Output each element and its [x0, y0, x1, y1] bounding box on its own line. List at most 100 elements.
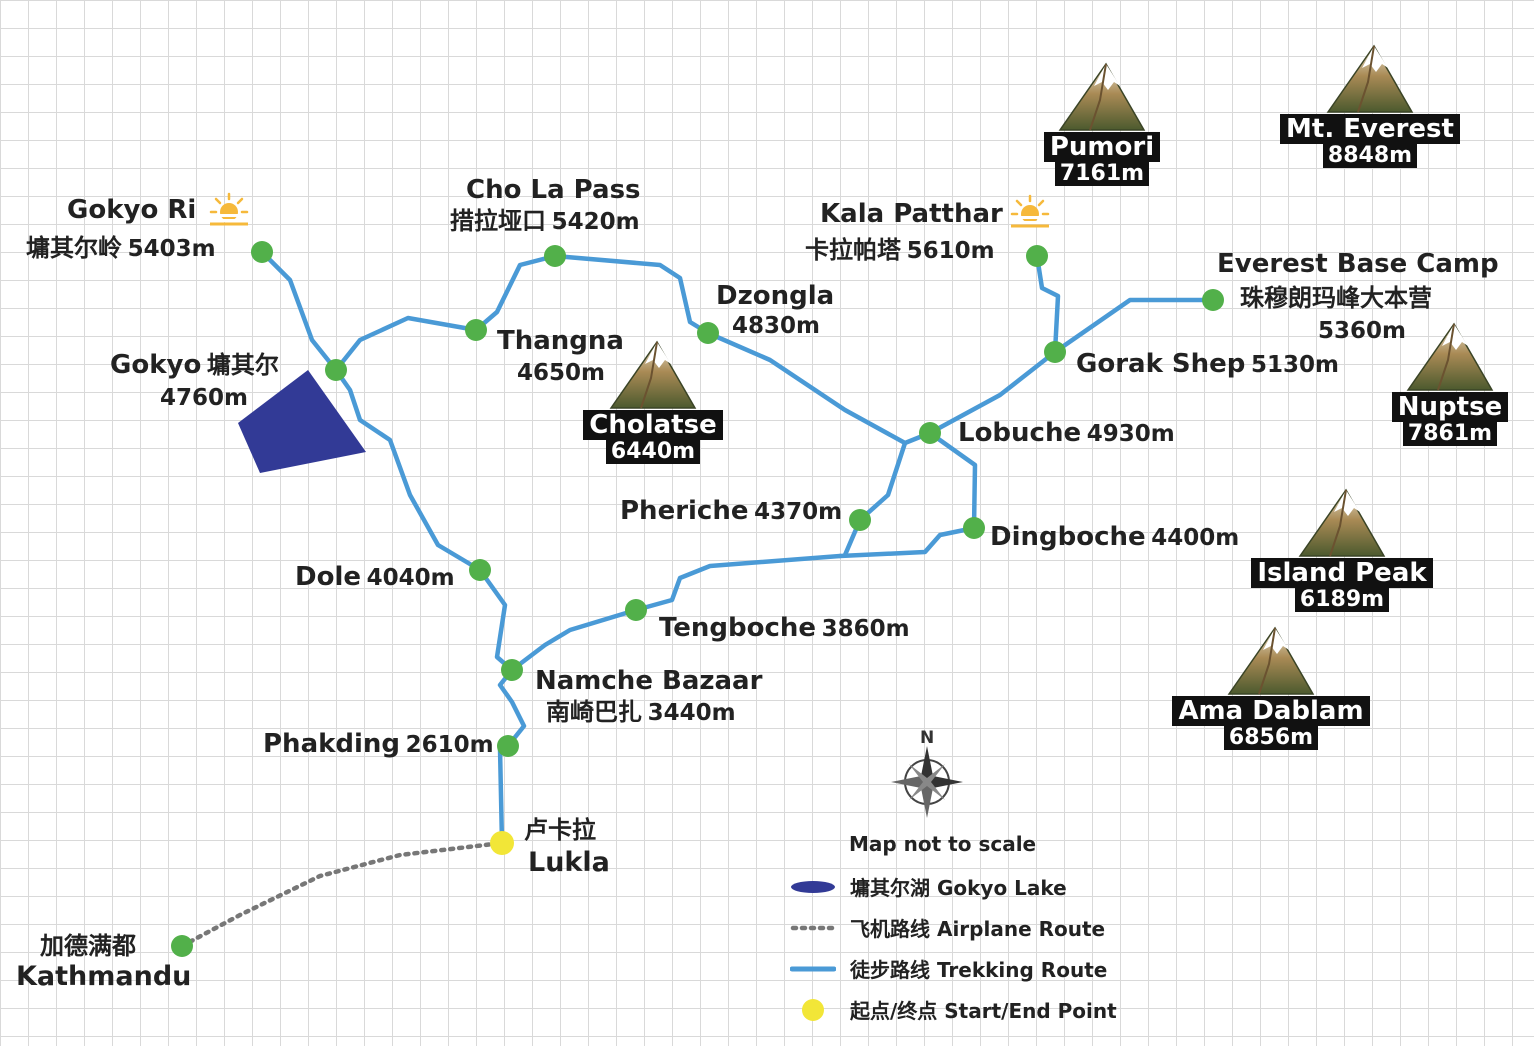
solid-line-icon: [790, 966, 836, 971]
route-segment-cho-la-dzongla: [552, 253, 711, 336]
peak-cholatse-elev: 6440m: [605, 439, 701, 464]
label-dzongla-elev: 4830m: [732, 313, 820, 339]
mountain-icon: [1058, 62, 1146, 131]
label-gokyo-elev: 4760m: [160, 385, 248, 411]
peak-mt-everest: Mt. Everest 8848m: [1272, 42, 1468, 168]
label-gorak-shep: Gorak Shep 5130m: [1076, 351, 1339, 377]
route-segment-lobuche-gorak-shep: [927, 349, 1058, 436]
label-phakding-en: Phakding: [263, 729, 401, 759]
waypoint-marker-kathmandu[interactable]: [171, 935, 193, 957]
trekking-route: [259, 249, 1216, 846]
label-gokyo: Gokyo 墉其尔: [110, 352, 279, 378]
airplane-route: [179, 840, 505, 949]
peak-island-peak-elev: 6189m: [1294, 587, 1390, 612]
label-dingboche-en: Dingboche: [990, 522, 1146, 552]
route-segment-lobuche-dingboche: [927, 430, 978, 531]
label-thangna-en: Thangna: [497, 326, 624, 356]
route-segment-phakding-namche: [497, 667, 527, 749]
label-tengboche-elev: 3860m: [821, 616, 910, 642]
label-ebc-zh: 珠穆朗玛峰大本营: [1240, 284, 1432, 312]
label-ebc-elev: 5360m: [1318, 318, 1406, 344]
legend-label-airplane-route: 飞机路线 Airplane Route: [850, 917, 1106, 941]
label-cho-la-pass-elev: 5420m: [551, 209, 640, 235]
compass-rose-icon: [891, 746, 963, 818]
label-kathmandu-zh: 加德满都: [40, 932, 136, 960]
route-segment-lobuche-pheriche: [857, 440, 908, 523]
label-lukla-zh: 卢卡拉: [524, 816, 596, 844]
label-lobuche: Lobuche 4930m: [958, 420, 1175, 446]
route-segment-tengboche-namche: [509, 607, 639, 673]
waypoint-markers: [171, 241, 1224, 957]
label-gokyo-zh: 墉其尔: [206, 351, 279, 379]
label-dole: Dole 4040m: [295, 564, 455, 590]
waypoint-marker-namche-bazaar[interactable]: [501, 659, 523, 681]
compass-north-label: N: [920, 728, 935, 748]
label-dingboche: Dingboche 4400m: [990, 524, 1239, 550]
label-dzongla-en: Dzongla: [716, 281, 835, 311]
label-phakding-elev: 2610m: [405, 732, 494, 758]
label-cho-la-pass-sub: 措拉垭口 5420m: [450, 209, 640, 234]
route-segment-thangna-cho-la: [473, 253, 558, 333]
peak-cholatse-name: Cholatse: [583, 410, 723, 440]
waypoint-marker-gokyo-ri[interactable]: [251, 241, 273, 263]
waypoint-marker-everest-base-camp[interactable]: [1202, 289, 1224, 311]
waypoint-marker-lobuche[interactable]: [919, 422, 941, 444]
waypoint-marker-phakding[interactable]: [497, 735, 519, 757]
peak-pumori-elev: 7161m: [1054, 161, 1150, 186]
lake-swatch-icon: [791, 880, 835, 893]
route-segment-junction-tengboche: [633, 553, 843, 613]
label-gokyo-en: Gokyo: [110, 350, 202, 380]
waypoint-marker-tengboche[interactable]: [625, 599, 647, 621]
label-dingboche-elev: 4400m: [1151, 525, 1240, 551]
label-lobuche-en: Lobuche: [958, 418, 1082, 448]
label-dole-en: Dole: [295, 562, 361, 592]
route-segment-gorak-shep-ebc: [1052, 297, 1216, 355]
waypoint-marker-pheriche[interactable]: [849, 509, 871, 531]
label-gokyo-ri-elev: 5403m: [127, 236, 216, 262]
label-kala-patthar-en: Kala Patthar: [820, 199, 1003, 229]
label-cho-la-pass-zh: 措拉垭口: [450, 207, 546, 235]
waypoint-marker-cho-la-pass[interactable]: [544, 245, 566, 267]
waypoint-marker-thangna[interactable]: [465, 319, 487, 341]
peak-nuptse-elev: 7861m: [1402, 421, 1498, 446]
label-gokyo-ri-sub: 墉其尔岭 5403m: [26, 236, 216, 261]
peak-ama-dablam-elev: 6856m: [1223, 725, 1319, 750]
route-segment-gokyo-gokyo-ri: [259, 249, 339, 373]
mountain-icon: [1326, 44, 1414, 113]
label-dole-elev: 4040m: [366, 565, 455, 591]
label-lobuche-elev: 4930m: [1086, 421, 1175, 447]
peak-nuptse: Nuptse 7861m: [1386, 320, 1514, 446]
legend-label-lake: 墉其尔湖 Gokyo Lake: [850, 876, 1067, 900]
waypoint-marker-dingboche[interactable]: [963, 517, 985, 539]
peak-ama-dablam-name: Ama Dablam: [1172, 696, 1370, 726]
waypoint-marker-dzongla[interactable]: [697, 322, 719, 344]
label-gokyo-ri-zh: 墉其尔岭: [26, 234, 122, 262]
peak-island-peak-name: Island Peak: [1251, 558, 1433, 588]
waypoint-marker-gorak-shep[interactable]: [1044, 341, 1066, 363]
label-phakding: Phakding 2610m: [263, 731, 494, 757]
legend-label-start-end: 起点/终点 Start/End Point: [850, 999, 1117, 1023]
label-lukla-en: Lukla: [528, 847, 610, 878]
mountain-icon: [1298, 488, 1386, 557]
label-ebc-en: Everest Base Camp: [1217, 249, 1499, 279]
peak-pumori: Pumori 7161m: [1043, 60, 1161, 186]
route-segment-dzongla-lobuche: [705, 330, 933, 446]
label-tengboche-en: Tengboche: [659, 613, 817, 643]
peak-nuptse-name: Nuptse: [1391, 392, 1509, 422]
mountain-icon: [1227, 626, 1315, 695]
label-kala-patthar-elev: 5610m: [906, 238, 995, 264]
waypoint-marker-gokyo[interactable]: [325, 359, 347, 381]
legend-item-trekking-route: 徒步路线 Trekking Route: [790, 954, 1107, 983]
sun-icon: [209, 192, 249, 226]
waypoint-marker-kala-patthar[interactable]: [1026, 245, 1048, 267]
route-segment-gokyo-thangna: [333, 315, 479, 373]
peak-mt-everest-elev: 8848m: [1322, 143, 1418, 168]
peak-pumori-name: Pumori: [1043, 132, 1161, 162]
waypoint-marker-lukla[interactable]: [490, 831, 514, 855]
peak-ama-dablam: Ama Dablam 6856m: [1166, 624, 1376, 750]
route-segment-lukla-phakding: [497, 743, 511, 846]
waypoint-marker-dole[interactable]: [469, 559, 491, 581]
route-segment-dingboche-junction: [837, 525, 977, 559]
label-gokyo-ri-en: Gokyo Ri: [67, 195, 197, 225]
